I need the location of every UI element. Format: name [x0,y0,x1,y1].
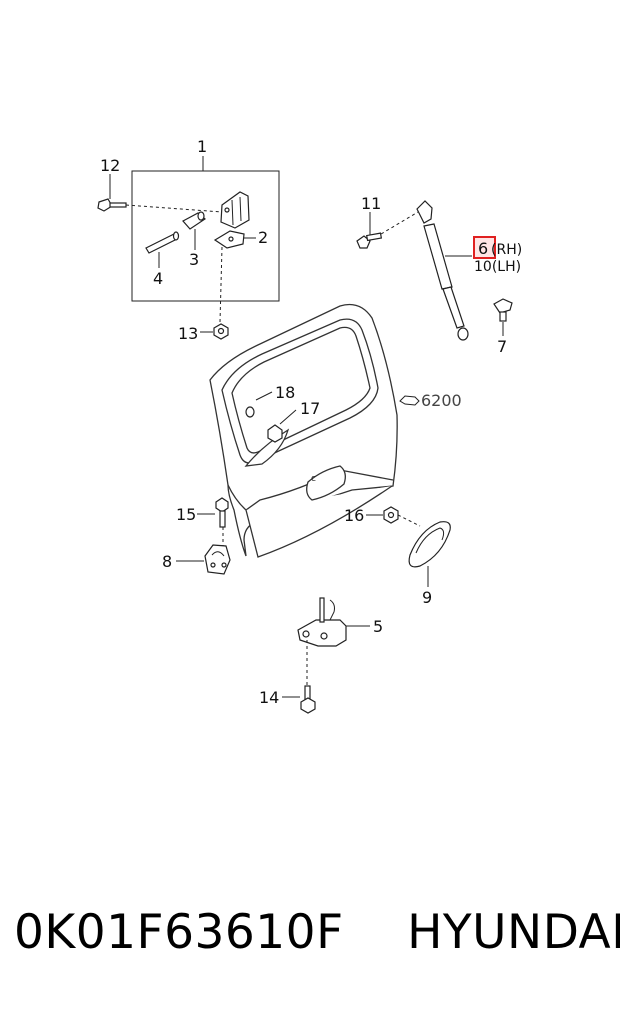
bolt-11-icon [356,232,383,249]
callout-5: 5 [373,617,383,636]
callout-4: 4 [153,269,163,288]
striker-8-icon [204,544,231,575]
ball-stud-7-icon [493,298,513,322]
latch-5-icon [297,597,347,647]
callout-6-suffix: (RH) [491,242,522,258]
bolt-15-icon [215,497,229,528]
gas-strut-icon [416,200,469,341]
footer-caption: 0K01F63610F HYUNDAI [14,905,620,975]
callout-11: 11 [361,194,381,213]
outside-handle-9-icon [408,521,451,568]
callout-3: 3 [189,250,199,269]
part-number: 0K01F63610F [14,905,344,960]
highlight-box-6 [473,236,496,259]
nut-13-icon [213,323,229,340]
callout-18: 18 [275,383,295,402]
callout-12: 12 [100,156,120,175]
callout-14: 14 [259,688,279,707]
pin-4-icon [145,231,180,254]
callout-8: 8 [162,552,172,571]
callout-16: 16 [344,506,364,525]
hinge-assembly-box [131,170,280,302]
reference-6200: 6200 [421,391,462,410]
grommet-18-icon [245,406,255,418]
callout-15: 15 [176,505,196,524]
callout-13: 13 [178,324,198,343]
callout-2: 2 [258,228,268,247]
tailgate-panel: c [209,303,398,558]
wiper-nut-17-icon [267,424,283,443]
bushing-3-icon [182,211,206,230]
callout-9: 9 [422,588,432,607]
callout-1: 1 [197,137,207,156]
callout-17: 17 [300,399,320,418]
reference-arrow-icon [399,395,420,406]
callout-6: 6 [478,239,488,258]
svg-text:c: c [311,474,316,484]
brand-name: HYUNDAI [407,905,620,960]
bolt-14-icon [300,685,316,714]
hinge-icon [220,191,250,229]
callout-10: 10(LH) [474,259,521,275]
hinge-plate-2-icon [213,230,245,249]
bolt-12-icon [97,198,127,212]
callout-7: 7 [497,337,507,356]
nut-16-icon [383,506,399,524]
